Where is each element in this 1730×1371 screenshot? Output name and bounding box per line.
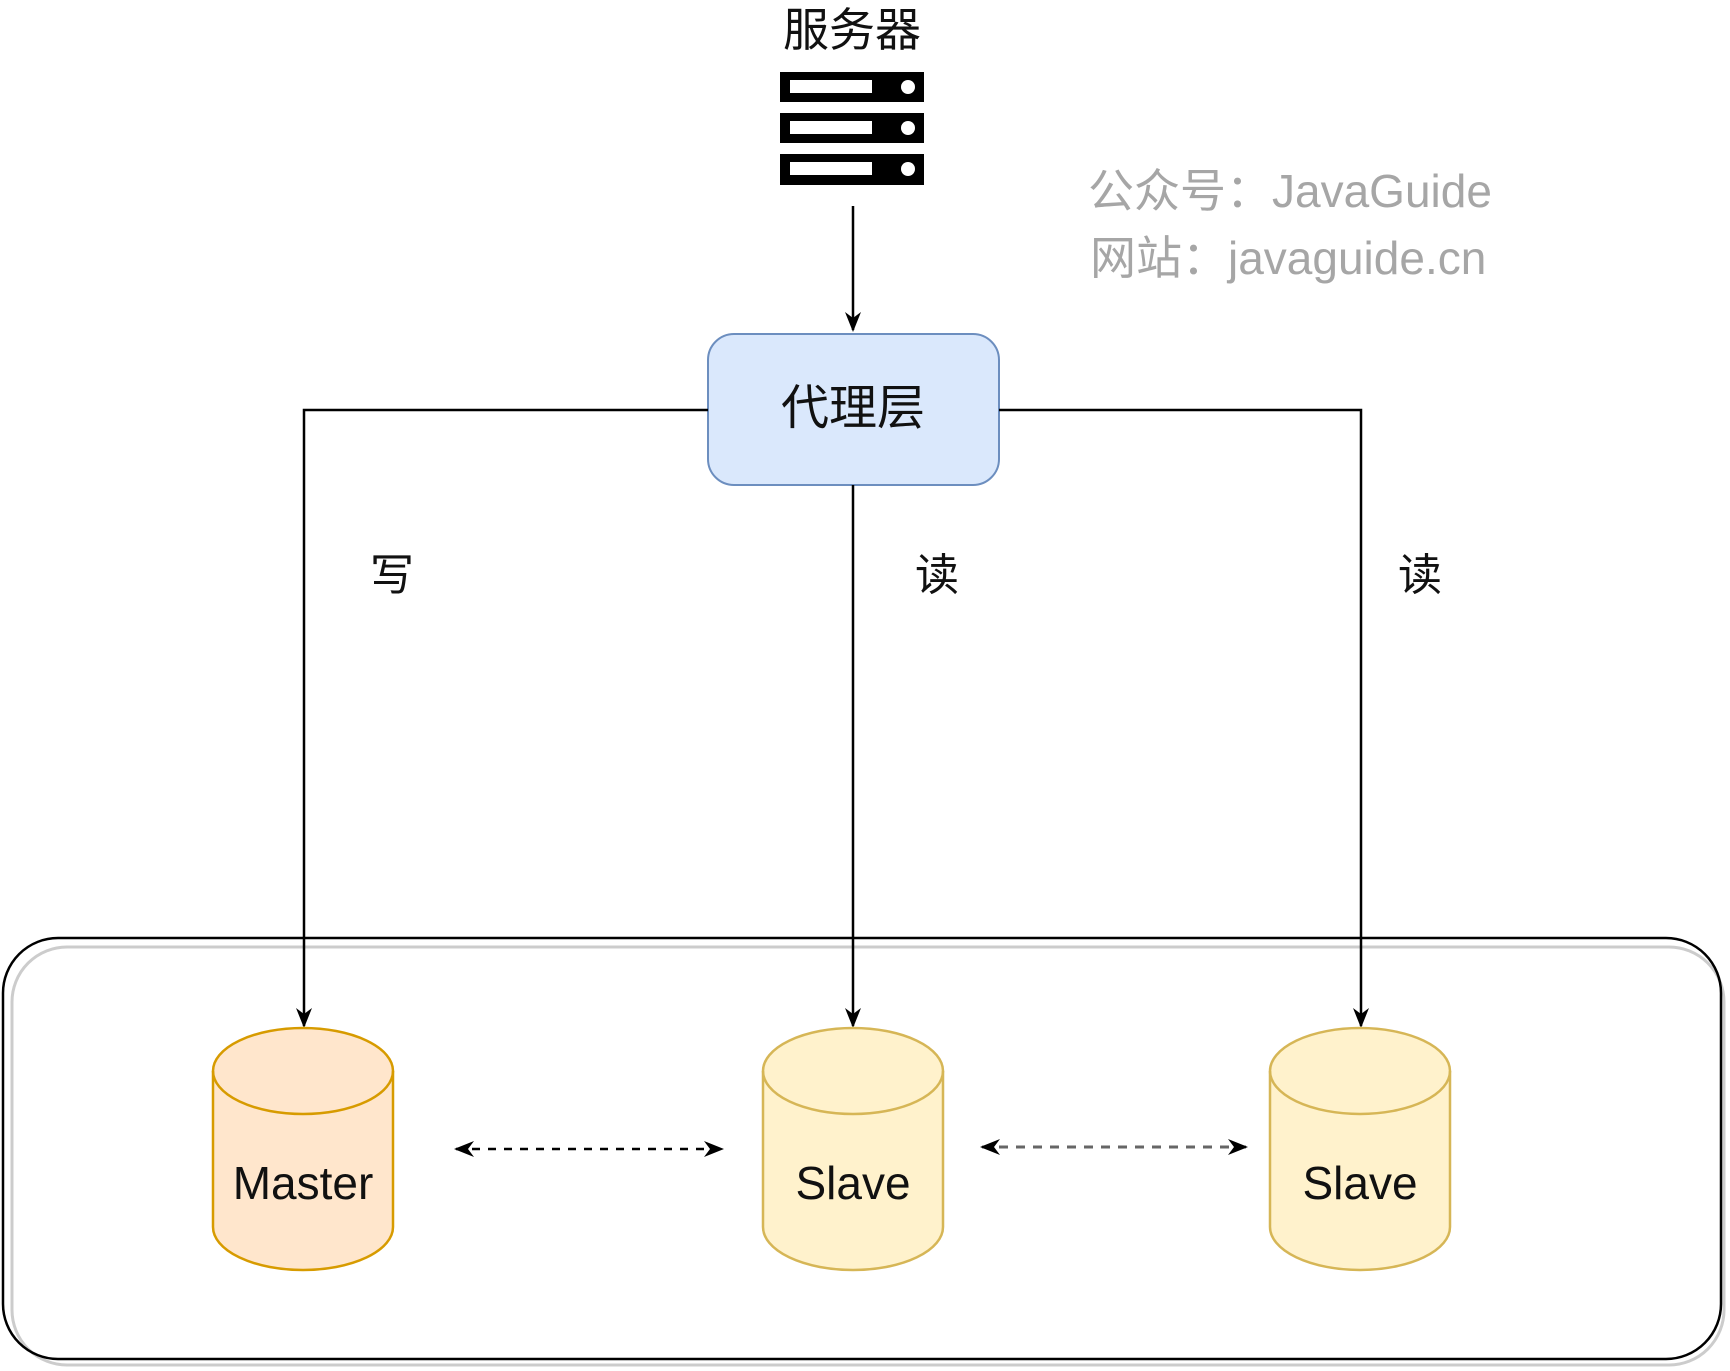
db-cluster-container-shadow [10,945,1726,1367]
master-database[interactable]: Master [211,1026,395,1272]
watermark-website: 网站：javaguide.cn [1090,232,1486,284]
server-rack-icon [780,72,924,185]
write-edge-label: 写 [370,550,414,601]
slave-database-2[interactable]: Slave [1268,1026,1452,1272]
watermark-wechat: 公众号：JavaGuide [1088,165,1492,217]
read-edge-slave-2 [999,408,1369,1028]
slave-database-1-label: Slave [795,1157,910,1209]
proxy-layer-label: 代理层 [781,380,925,436]
slave-database-2-label: Slave [1302,1157,1417,1209]
db-cluster-container [1,936,1723,1361]
read-edge-label-2: 读 [1398,550,1442,601]
slave-database-1[interactable]: Slave [761,1026,945,1272]
write-edge [296,408,708,1028]
master-database-label: Master [233,1157,374,1209]
server-label: 服务器 [783,3,921,57]
read-edge-label-1: 读 [915,550,959,601]
